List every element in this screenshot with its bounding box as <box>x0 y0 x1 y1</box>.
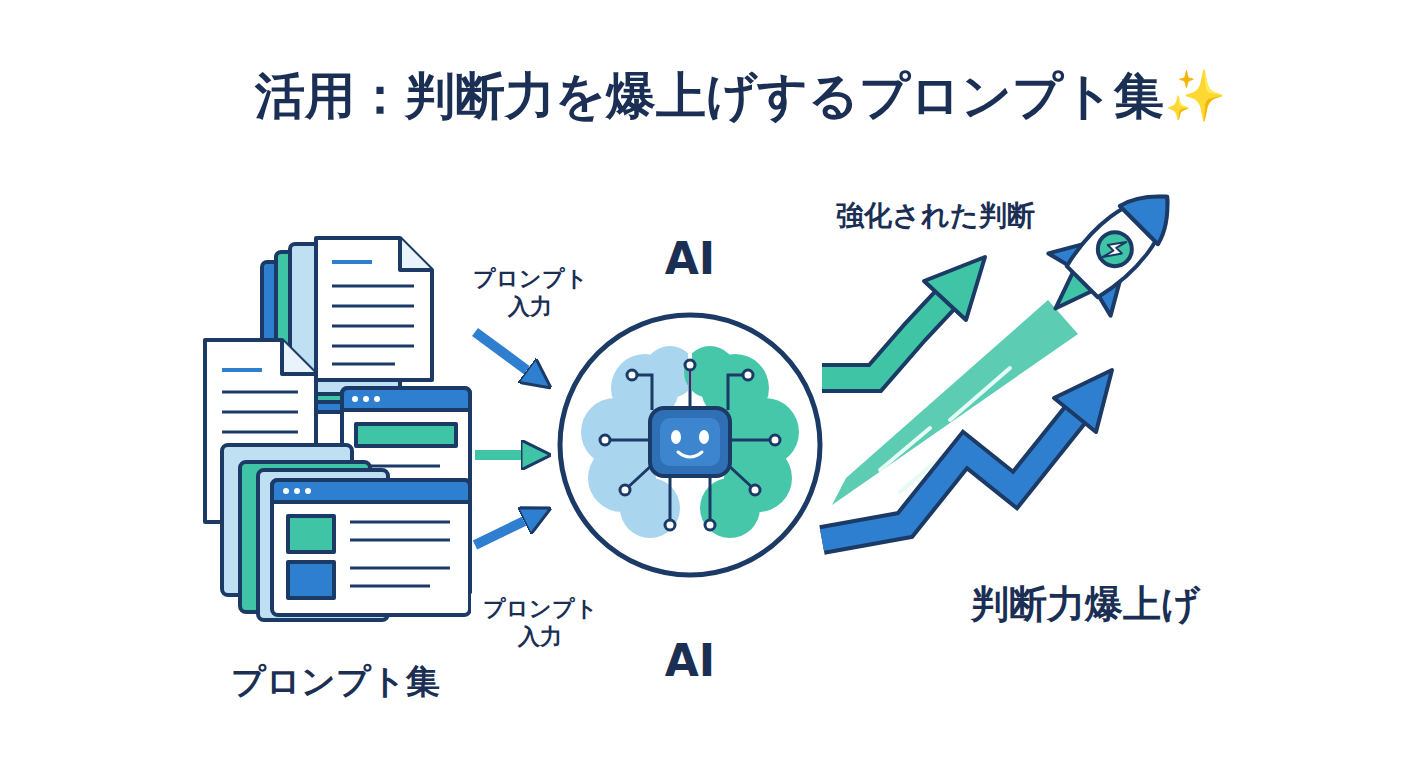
ai-brain-part-part <box>605 439 652 442</box>
growth-arrows <box>822 257 1112 540</box>
growth-arrows-part <box>822 415 1075 540</box>
callout-label: 強化された判断 <box>833 197 1038 234</box>
document-stack-part <box>332 363 395 366</box>
ai-brain-part-part <box>770 435 780 445</box>
document-stack-part <box>288 516 334 552</box>
document-stack-part <box>363 396 369 402</box>
rocket <box>1024 166 1198 340</box>
document-stack-part <box>222 431 298 434</box>
document-stack-part <box>222 411 298 414</box>
prompt-collection: プロンプト集 <box>195 235 475 702</box>
document-stack-part <box>222 391 298 394</box>
growth-arrows-part-part <box>950 368 1010 420</box>
document-stack-part <box>332 345 414 348</box>
ai-brain-part <box>605 365 775 525</box>
document-stack-part <box>350 585 430 588</box>
ai-brain-part-part <box>750 485 760 495</box>
ai-brain-part <box>684 346 799 538</box>
document-stack-part <box>283 488 289 494</box>
document-stack-part <box>332 325 414 328</box>
growth-arrows-part <box>1054 370 1112 432</box>
growth-arrows-part <box>822 415 1075 540</box>
growth-arrows-part-part <box>880 428 930 470</box>
document-stack-part <box>342 388 470 410</box>
growth-arrows-part <box>822 300 945 378</box>
ai-brain-part <box>581 346 696 538</box>
document-stack-part <box>352 396 358 402</box>
document-stack-part <box>350 567 450 570</box>
document-stack-part <box>288 562 334 598</box>
node-label: AI <box>665 233 715 286</box>
ai-brain-part <box>650 408 730 476</box>
ai-brain-part-part <box>627 370 637 380</box>
node-label: AI <box>665 635 715 688</box>
document-stack-part <box>400 238 432 270</box>
edge-label: プロンプト 入力 <box>461 264 599 321</box>
document-stack-part <box>374 396 380 402</box>
ai-brain-part-part <box>728 439 775 442</box>
document-stack-part <box>350 539 450 542</box>
document-stack-part <box>222 368 262 372</box>
document-stack-part <box>332 285 414 288</box>
ai-brain-part <box>660 418 720 466</box>
document-stack-part <box>272 480 470 502</box>
growth-arrows-part <box>822 300 945 378</box>
ai-brain-part-part <box>685 360 695 370</box>
ai-brain-part-part <box>600 435 610 445</box>
ai-brain-part-part <box>669 474 672 525</box>
ai-brain-part-part <box>665 520 675 530</box>
document-stack-part <box>332 260 372 264</box>
document-stack-part <box>294 488 300 494</box>
rocket-part <box>1120 178 1186 244</box>
ai-brain <box>560 315 820 575</box>
prompt-arrow <box>475 521 524 545</box>
document-stack-part <box>332 305 414 308</box>
ai-brain-part-part <box>689 365 692 410</box>
title: 活用：判断力を爆上げするプロンプト集✨ <box>110 66 1370 126</box>
rocket-part <box>1063 177 1187 301</box>
node-label: プロンプト集 <box>231 661 440 702</box>
callout-label: 判断力爆上げ <box>968 580 1203 630</box>
edge-label: プロンプト 入力 <box>471 594 609 651</box>
growth-arrows-part <box>924 257 985 320</box>
ai-brain-part <box>560 315 820 575</box>
document-stack-part <box>316 238 432 380</box>
ai-brain-part-part <box>705 520 715 530</box>
ai-brain-part <box>678 452 702 457</box>
prompt-arrow <box>475 332 527 370</box>
ai-brain-part <box>600 360 780 530</box>
document-stack-part <box>350 521 450 524</box>
document-stack <box>205 238 470 620</box>
document-stack-part <box>305 488 311 494</box>
ai-brain-part <box>699 430 709 444</box>
ai-brain-part-part <box>620 485 630 495</box>
ai-brain-part <box>671 430 681 444</box>
prompt-arrow <box>475 450 521 460</box>
rocket-part <box>1099 234 1129 264</box>
document-stack-part <box>282 340 316 374</box>
ai-brain-part-part <box>743 370 753 380</box>
document-stack-part <box>356 424 456 446</box>
document-stack-part <box>272 480 470 615</box>
rocket-part <box>1091 225 1139 273</box>
ai-brain-part-part <box>709 474 712 525</box>
